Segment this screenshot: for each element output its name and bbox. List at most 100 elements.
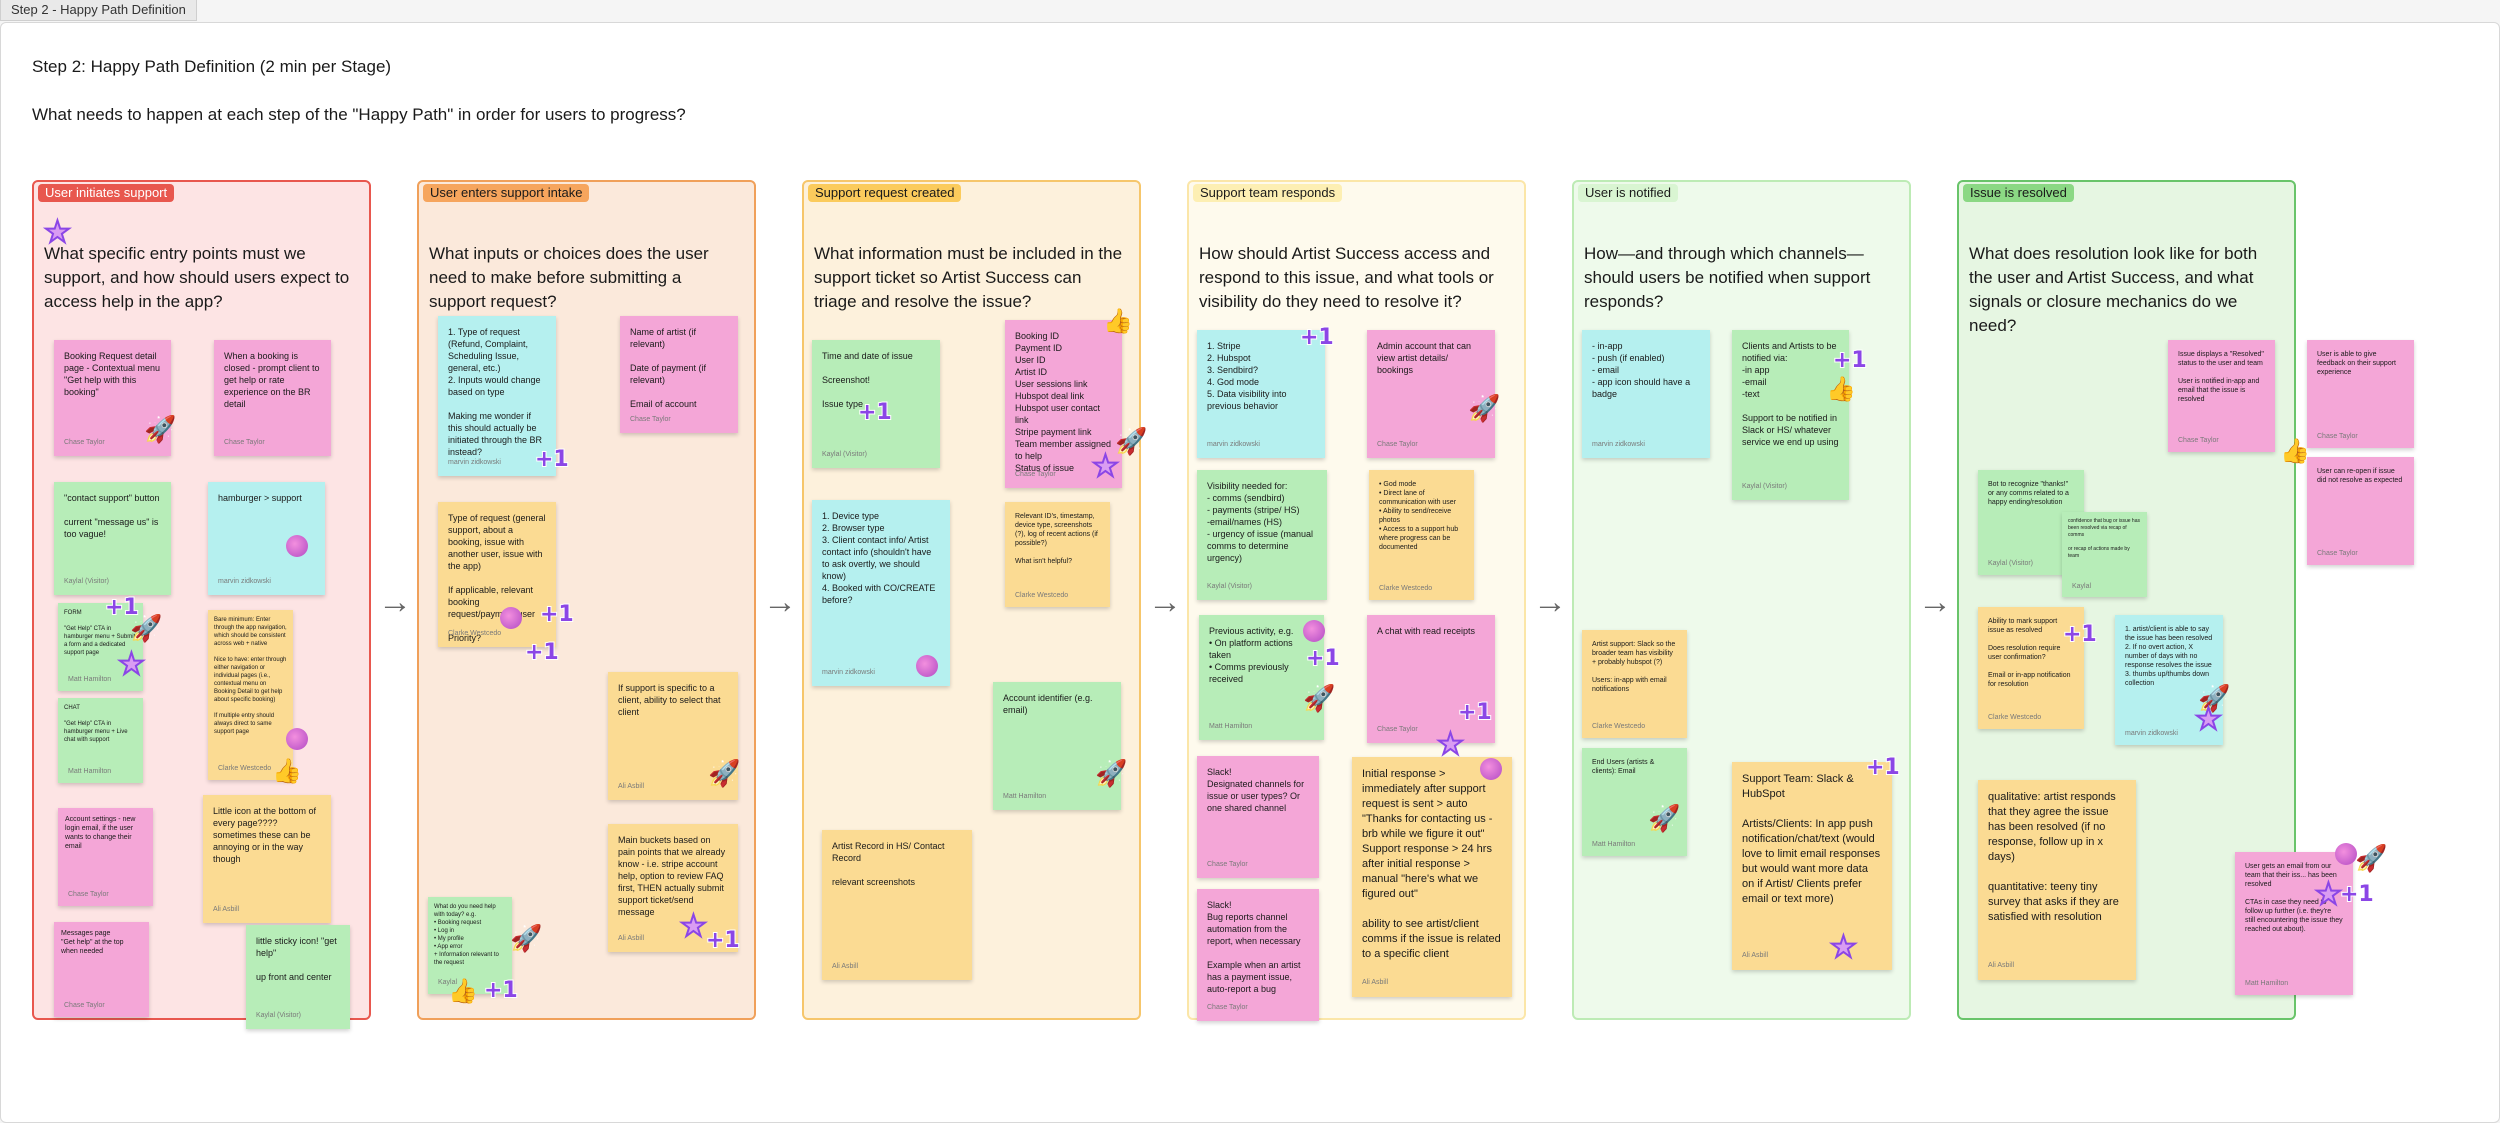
sticky-text: CHAT "Get Help" CTA in hamburger menu + … (64, 705, 128, 743)
sticky-author: Matt Hamilton (1003, 793, 1047, 800)
frame-tab[interactable]: Step 2 - Happy Path Definition (0, 0, 197, 21)
sticky-author: Matt Hamilton (2245, 980, 2289, 987)
sticky-note[interactable]: User can re-open if issue did not resolv… (2307, 457, 2414, 565)
sticky-text: Main buckets based on pain points that w… (618, 835, 726, 917)
sticky-note[interactable]: Little icon at the bottom of every page?… (203, 795, 331, 923)
thumbs-up-sticker-icon: 👍 (448, 978, 478, 1005)
sticky-text: "contact support" button current "messag… (64, 493, 160, 539)
rocket-sticker-icon: 🚀 (1115, 426, 1148, 456)
section-label[interactable]: Support request created (808, 184, 962, 202)
sticky-author: Clarke Westcedo (1015, 592, 1069, 599)
sticky-author: Kaylal (Visitor) (1988, 560, 2033, 567)
sticky-note[interactable]: 1. Stripe 2. Hubspot 3. Sendbird? 4. God… (1197, 330, 1325, 458)
sticky-note[interactable]: Artist Record in HS/ Contact Record rele… (822, 830, 972, 980)
board-subtitle: What needs to happen at each step of the… (32, 105, 686, 124)
star-sticker-icon: ★ (43, 216, 72, 249)
sticky-author: marvin zidkowski (822, 669, 875, 676)
sticky-note[interactable]: Slack! Designated channels for issue or … (1197, 756, 1319, 878)
sticky-note[interactable]: "contact support" button current "messag… (54, 482, 171, 595)
sticky-note[interactable]: Admin account that can view artist detai… (1367, 330, 1495, 458)
sticky-note[interactable]: User gets an email from our team that th… (2235, 852, 2353, 995)
sticky-note[interactable]: Slack! Bug reports channel automation fr… (1197, 889, 1319, 1021)
star-sticker-icon: ★ (679, 910, 708, 943)
sticky-note[interactable]: confidence that bug or issue has been re… (2062, 512, 2147, 597)
sticky-author: Matt Hamilton (68, 676, 112, 683)
sticky-text: Slack! Bug reports channel automation fr… (1207, 900, 1301, 994)
sticky-text: Issue displays a "Resolved" status to th… (2178, 351, 2264, 403)
sticky-text: Slack! Designated channels for issue or … (1207, 767, 1305, 813)
section-label[interactable]: User enters support intake (423, 184, 590, 202)
sticky-author: marvin zidkowski (2125, 730, 2178, 737)
sticky-note[interactable]: Account settings - new login email, if t… (58, 808, 153, 906)
sticky-note[interactable]: little sticky icon! "get help" up front … (246, 925, 350, 1029)
sticky-note[interactable]: Booking ID Payment ID User ID Artist ID … (1005, 320, 1122, 488)
sticky-author: Matt Hamilton (1592, 841, 1636, 848)
sticky-author: Clarke Westcedo (218, 765, 272, 772)
sticky-note[interactable]: 1. Type of request (Refund, Complaint, S… (438, 316, 556, 476)
avatar-sticker-icon (1480, 758, 1502, 780)
sticky-note[interactable]: Support Team: Slack & HubSpot Artists/Cl… (1732, 762, 1892, 970)
sticky-note[interactable]: If support is specific to a client, abil… (608, 672, 738, 800)
sticky-note[interactable]: Type of request (general support, about … (438, 502, 556, 647)
sticky-note[interactable]: Bot to recognize "thanks!" or any comms … (1978, 470, 2084, 575)
plus-one-sticker-icon: +1 (857, 399, 893, 426)
sticky-note[interactable]: Artist support: Slack so the broader tea… (1582, 630, 1687, 738)
sticky-note[interactable]: Booking Request detail page - Contextual… (54, 340, 171, 456)
sticky-author: Ali Asbill (1742, 952, 1769, 959)
sticky-note[interactable]: Time and date of issue Screenshot! Issue… (812, 340, 940, 468)
rocket-sticker-icon: 🚀 (1468, 393, 1501, 423)
sticky-note[interactable]: Initial response > immediately after sup… (1352, 757, 1512, 997)
sticky-note[interactable]: qualitative: artist responds that they a… (1978, 780, 2136, 980)
sticky-text: confidence that bug or issue has been re… (2068, 518, 2140, 559)
plus-one-sticker-icon: +1 (705, 927, 741, 954)
plus-one-sticker-icon: +1 (524, 639, 560, 666)
sticky-note[interactable]: What do you need help with today? e.g. •… (428, 897, 512, 994)
sticky-note[interactable]: Main buckets based on pain points that w… (608, 824, 738, 952)
avatar-sticker-icon (2335, 843, 2357, 865)
sticky-note[interactable]: Clients and Artists to be notified via: … (1732, 330, 1849, 500)
sticky-text: hamburger > support (218, 493, 302, 503)
sticky-text: Initial response > immediately after sup… (1362, 768, 1501, 960)
section-label[interactable]: User initiates support (38, 184, 175, 202)
sticky-text: Admin account that can view artist detai… (1377, 341, 1472, 375)
sticky-author: Clarke Westcedo (448, 630, 502, 637)
sticky-note[interactable]: FORM "Get Help" CTA in hamburger menu + … (58, 603, 143, 691)
sticky-note[interactable]: Name of artist (if relevant) Date of pay… (620, 316, 738, 433)
sticky-text: 1. Stripe 2. Hubspot 3. Sendbird? 4. God… (1207, 341, 1287, 411)
sticky-note[interactable]: Messages page "Get help" at the top when… (54, 922, 149, 1017)
sticky-note[interactable]: - in-app - push (if enabled) - email - a… (1582, 330, 1710, 458)
section-label[interactable]: Support team responds (1193, 184, 1343, 202)
sticky-note[interactable]: Visibility needed for: - comms (sendbird… (1197, 470, 1327, 600)
sticky-author: Chase Taylor (1207, 1004, 1248, 1011)
sticky-note[interactable]: Bare minimum: Enter through the app navi… (208, 610, 293, 780)
sticky-note[interactable]: Account identifier (e.g. email)Matt Hami… (993, 682, 1121, 810)
sticky-note[interactable]: hamburger > support marvin zidkowski (208, 482, 325, 595)
sticky-note[interactable]: Relevant ID's, timestamp, device type, s… (1005, 502, 1110, 607)
sticky-author: marvin zidkowski (218, 578, 271, 585)
sticky-author: Clarke Westcedo (1592, 723, 1646, 730)
section-label[interactable]: Issue is resolved (1963, 184, 2074, 202)
rocket-sticker-icon: 🚀 (708, 758, 741, 788)
sticky-note[interactable]: • God mode • Direct lane of communicatio… (1369, 470, 1474, 600)
plus-one-sticker-icon: +1 (2062, 621, 2098, 648)
sticky-author: Kaylal (Visitor) (1742, 483, 1787, 490)
sticky-author: Matt Hamilton (1209, 723, 1253, 730)
rocket-sticker-icon: 🚀 (130, 613, 163, 643)
sticky-author: marvin zidkowski (448, 459, 501, 466)
flow-arrow-icon: → (378, 583, 412, 621)
sticky-author: Ali Asbill (213, 906, 240, 913)
sticky-note[interactable]: Ability to mark support issue as resolve… (1978, 607, 2084, 729)
sticky-note[interactable]: Issue displays a "Resolved" status to th… (2168, 340, 2275, 452)
sticky-text: What do you need help with today? e.g. •… (434, 904, 499, 966)
sticky-note[interactable]: When a booking is closed - prompt client… (214, 340, 331, 456)
sticky-note[interactable]: User is able to give feedback on their s… (2307, 340, 2414, 448)
section-label[interactable]: User is notified (1578, 184, 1678, 202)
sticky-text: Support Team: Slack & HubSpot Artists/Cl… (1742, 773, 1881, 905)
plus-one-sticker-icon: +1 (2339, 881, 2375, 908)
avatar-sticker-icon (286, 728, 308, 750)
sticky-note[interactable]: 1. artist/client is able to say the issu… (2115, 615, 2223, 745)
sticky-note[interactable]: CHAT "Get Help" CTA in hamburger menu + … (58, 698, 143, 783)
sticky-author: Clarke Westcedo (1379, 585, 1433, 592)
